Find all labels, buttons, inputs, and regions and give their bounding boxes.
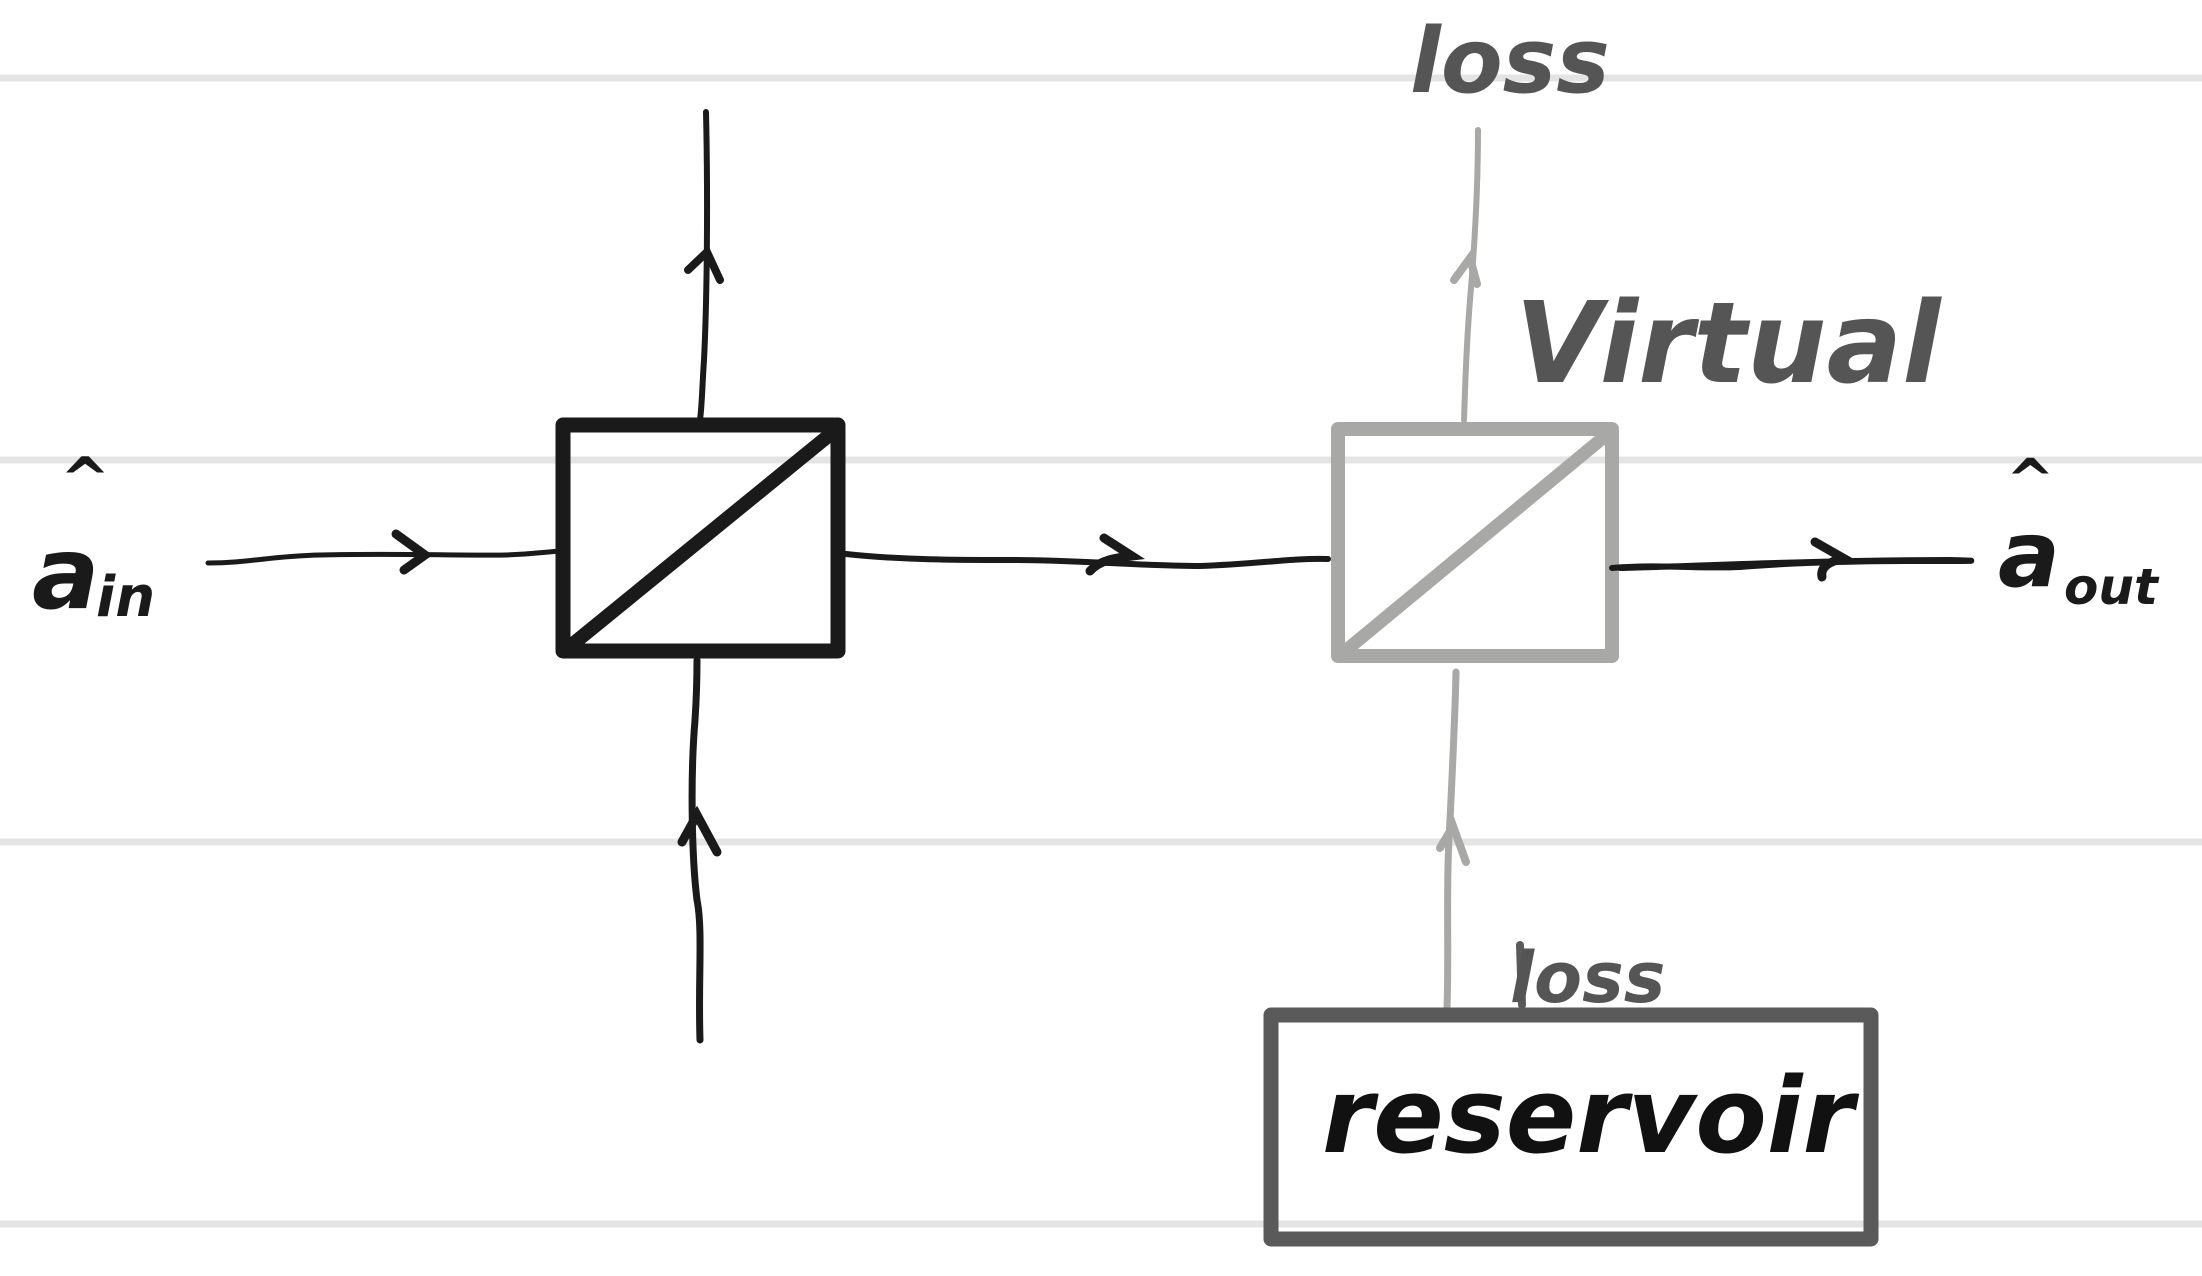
input-arrow xyxy=(391,529,433,575)
top-output-beam xyxy=(684,109,724,423)
a-out-symbol: a xyxy=(1998,501,2060,608)
reservoir-beam xyxy=(1436,668,1470,1012)
a-in-hat: ^ xyxy=(60,445,110,515)
reservoir-label: reservoir xyxy=(1322,1055,1859,1177)
virtual-loss-arrow xyxy=(1450,248,1481,288)
output-beam xyxy=(1609,537,1975,582)
middle-beam-line xyxy=(843,551,1331,570)
loss-bottom-label: loss xyxy=(1510,937,1665,1019)
beam-splitter-virtual xyxy=(1331,422,1619,663)
a-in-subscript: in xyxy=(96,565,155,630)
reservoir-box xyxy=(1263,1007,1879,1247)
output-beam-line-main xyxy=(1617,557,1953,571)
ruled-lines xyxy=(0,74,2202,1228)
loss-top-label: loss xyxy=(1410,9,1610,114)
top-arrow xyxy=(684,245,724,284)
bottom-arrow xyxy=(677,805,722,857)
beam-splitter-real xyxy=(555,417,846,659)
output-arrow xyxy=(1810,537,1855,582)
bottom-input-beam xyxy=(677,656,722,1044)
top-beam-line xyxy=(697,109,711,423)
a-out-subscript: out xyxy=(2064,558,2160,616)
middle-beam xyxy=(843,533,1331,576)
a-in-symbol: a xyxy=(32,515,99,632)
virtual-loss-beam xyxy=(1450,127,1481,423)
middle-arrow xyxy=(1085,533,1145,576)
reservoir-beam-arrow xyxy=(1436,816,1470,866)
input-beam xyxy=(205,529,563,575)
bottom-beam-line xyxy=(688,656,704,1044)
virtual-splitter-diagonal xyxy=(1337,425,1617,659)
input-beam-line xyxy=(205,548,563,566)
a-out-hat: ^ xyxy=(2006,446,2055,514)
beam-splitter-box xyxy=(555,417,846,659)
reservoir-loss-stub xyxy=(1516,941,1526,1009)
virtual-splitter-box xyxy=(1331,422,1619,663)
virtual-loss-line xyxy=(1461,127,1481,423)
beam-splitter-diagonal xyxy=(561,421,845,655)
virtual-label: Virtual xyxy=(1515,279,1942,409)
